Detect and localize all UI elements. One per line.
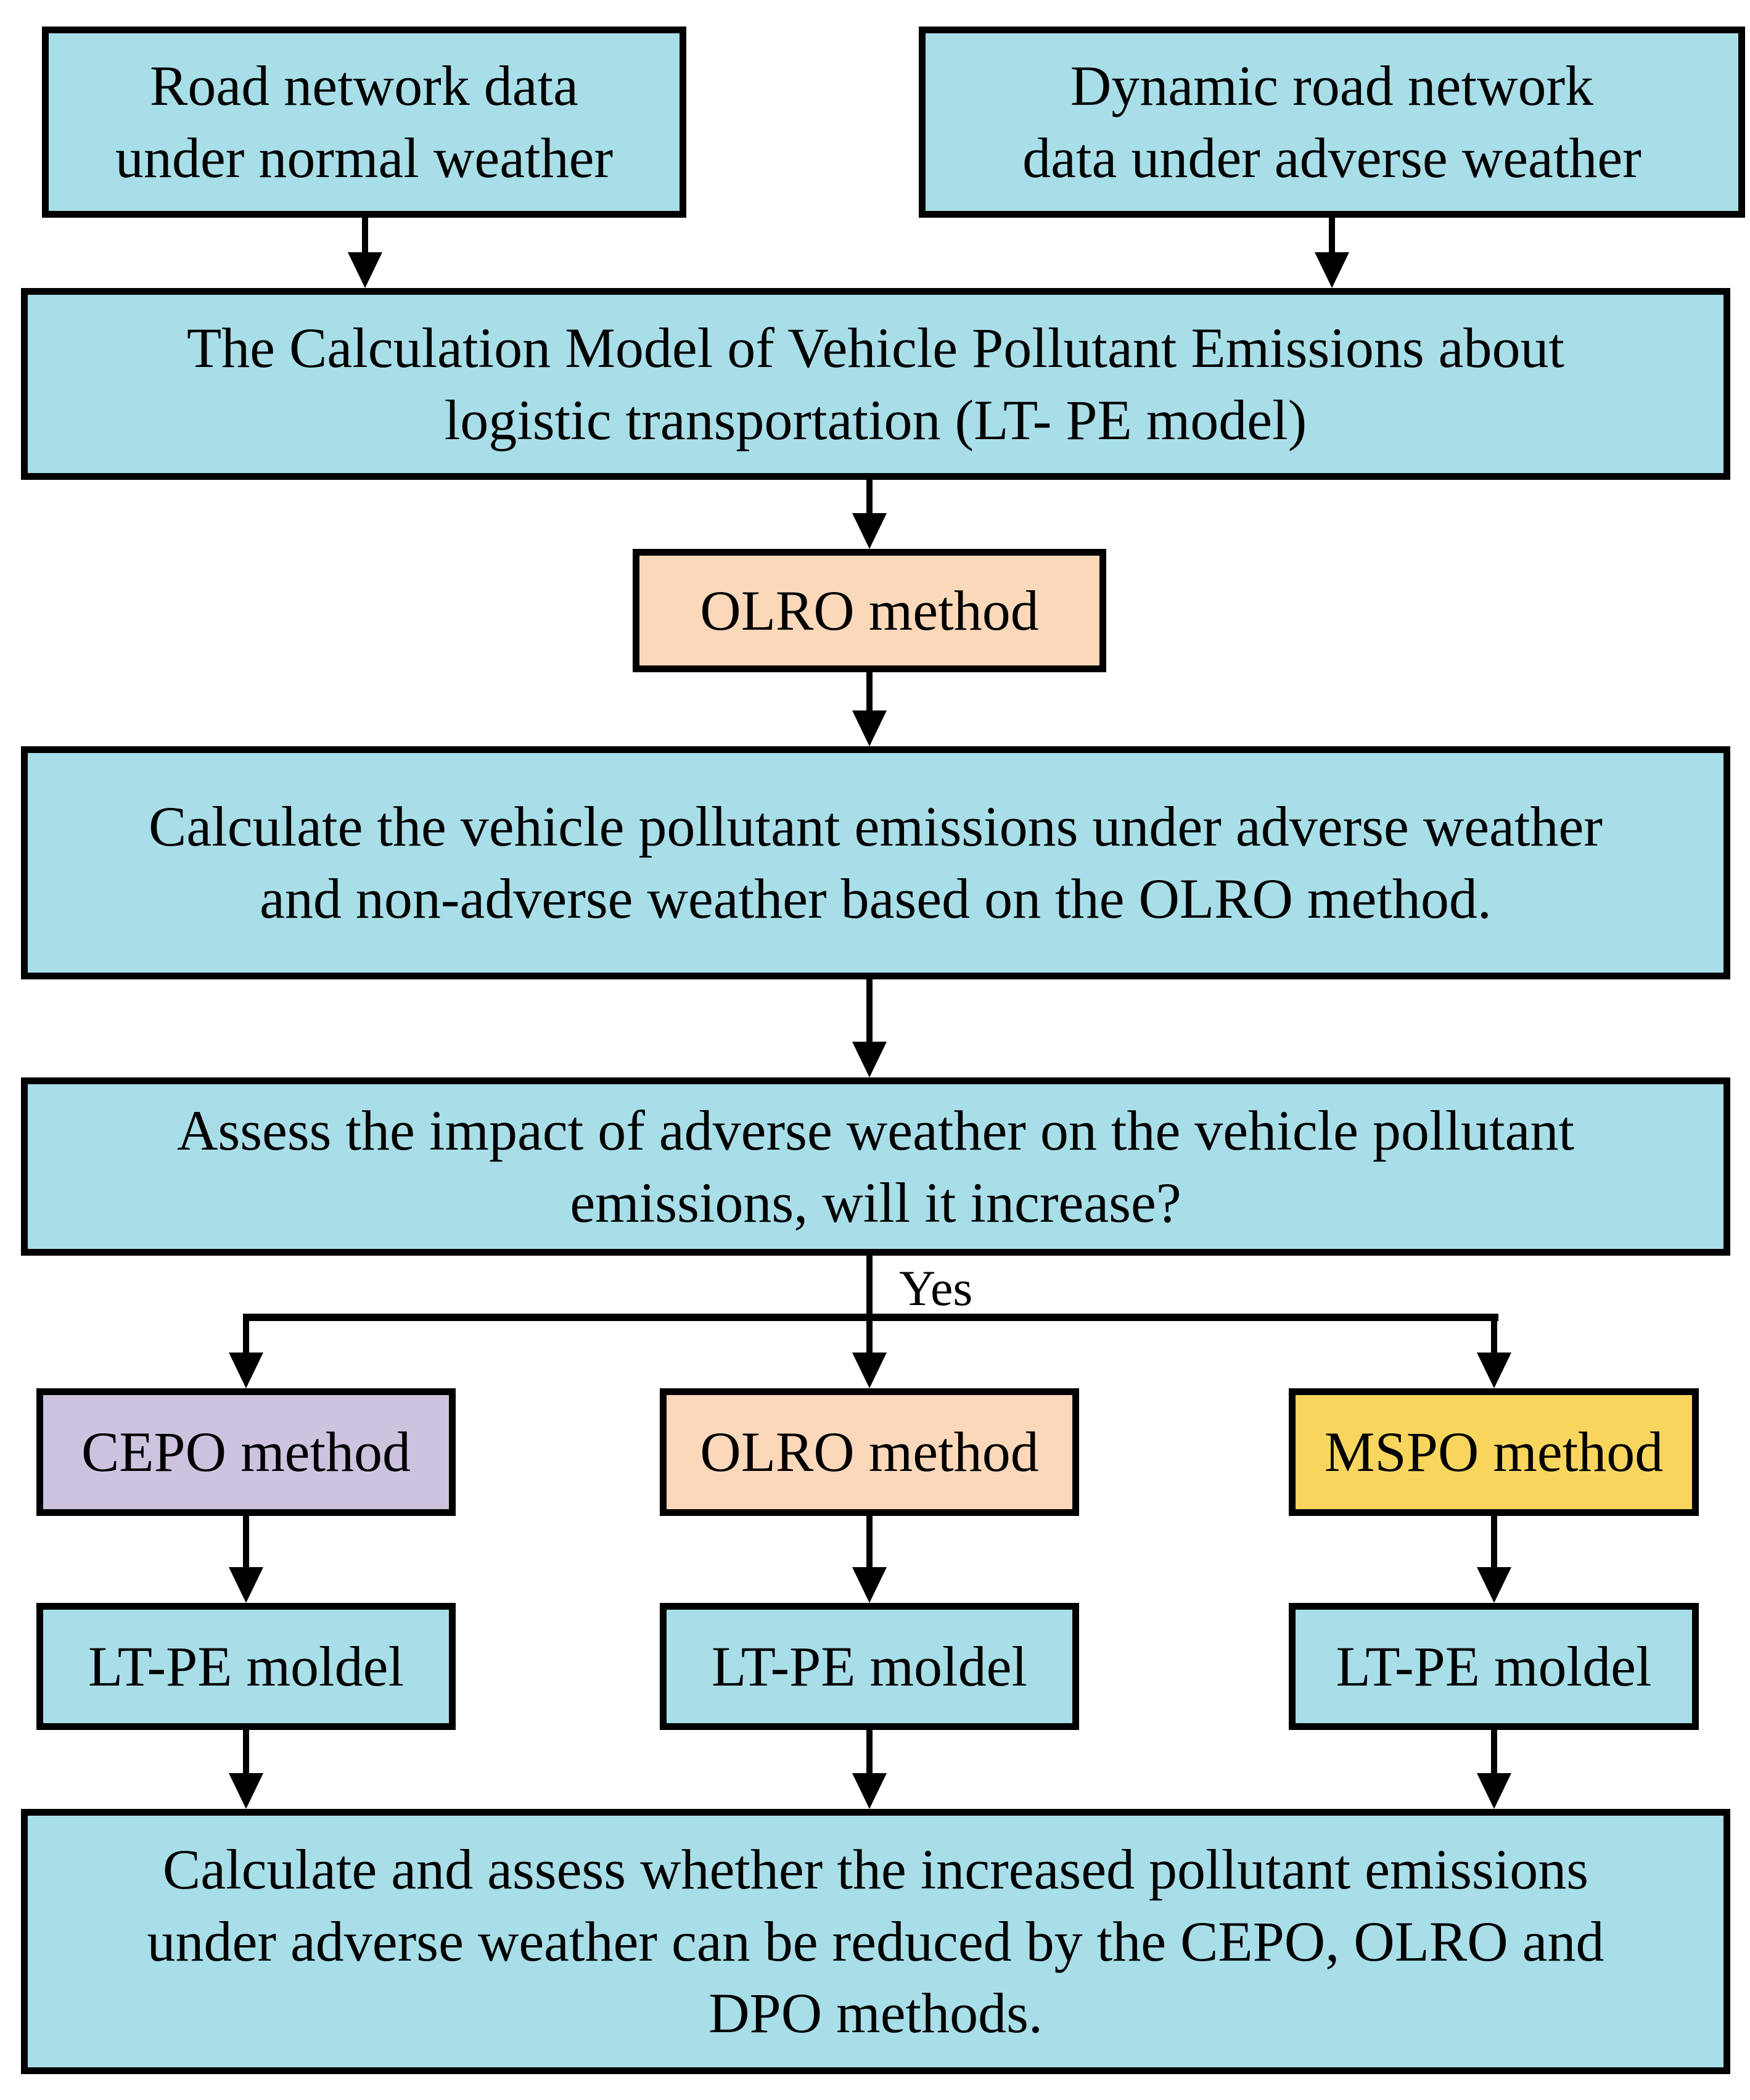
- arrow-line-assess-to-branch: [866, 1256, 873, 1359]
- arrow-line-olro-to-calculate: [866, 672, 873, 714]
- node-final-calculate-assess: Calculate and assess whether the increas…: [21, 1809, 1730, 2074]
- arrowhead-ltpe-center-to-final: [852, 1773, 887, 1809]
- arrowhead-calculate-to-assess: [852, 1042, 887, 1077]
- node-assess-impact: Assess the impact of adverse weather on …: [21, 1077, 1730, 1256]
- arrowhead-branch-to-olro: [852, 1353, 887, 1388]
- edge-label-yes: Yes: [899, 1260, 973, 1316]
- arrowhead-olro-to-calculate: [852, 710, 887, 746]
- arrowhead-model-to-olro: [852, 513, 887, 549]
- node-mspo-method: MSPO method: [1289, 1388, 1699, 1516]
- branch-line: [243, 1314, 1498, 1321]
- arrow-line-olro-to-ltpe: [866, 1516, 873, 1570]
- node-cepo-method: CEPO method: [36, 1388, 456, 1516]
- node-olro-method-mid: OLRO method: [660, 1388, 1079, 1516]
- arrow-line-model-to-olro: [866, 480, 873, 517]
- arrow-line-mspo-to-ltpe: [1491, 1516, 1497, 1570]
- arrowhead-cepo-to-ltpe: [229, 1567, 263, 1603]
- arrowhead-branch-to-mspo: [1477, 1353, 1511, 1388]
- node-ltpe-calculation-model: The Calculation Model of Vehicle Polluta…: [21, 288, 1730, 480]
- arrow-line-normal-to-model: [362, 218, 368, 256]
- node-ltpe-moldel-right: LT-PE moldel: [1289, 1603, 1699, 1730]
- arrow-line-ltpe-left-to-final: [243, 1730, 249, 1776]
- arrow-line-ltpe-center-to-final: [866, 1730, 873, 1776]
- arrowhead-adverse-to-model: [1315, 252, 1349, 288]
- arrowhead-olro-to-ltpe: [852, 1567, 887, 1603]
- arrowhead-mspo-to-ltpe: [1477, 1567, 1511, 1603]
- arrowhead-ltpe-left-to-final: [229, 1773, 263, 1809]
- arrowhead-branch-to-cepo: [229, 1353, 263, 1388]
- node-olro-method-top: OLRO method: [633, 549, 1106, 672]
- node-ltpe-moldel-center: LT-PE moldel: [660, 1603, 1079, 1730]
- arrowhead-normal-to-model: [348, 252, 382, 288]
- node-calculate-emissions: Calculate the vehicle pollutant emission…: [21, 746, 1730, 979]
- arrow-line-branch-to-mspo: [1491, 1314, 1497, 1359]
- arrowhead-ltpe-right-to-final: [1477, 1773, 1511, 1809]
- arrow-line-branch-to-cepo: [243, 1314, 249, 1359]
- node-ltpe-moldel-left: LT-PE moldel: [36, 1603, 456, 1730]
- arrow-line-ltpe-right-to-final: [1491, 1730, 1497, 1776]
- arrow-line-cepo-to-ltpe: [243, 1516, 249, 1570]
- node-road-network-normal-weather: Road network data under normal weather: [42, 27, 686, 218]
- arrow-line-calculate-to-assess: [866, 979, 873, 1045]
- arrow-line-adverse-to-model: [1329, 218, 1335, 256]
- node-dynamic-road-network-adverse-weather: Dynamic road network data under adverse …: [919, 27, 1745, 218]
